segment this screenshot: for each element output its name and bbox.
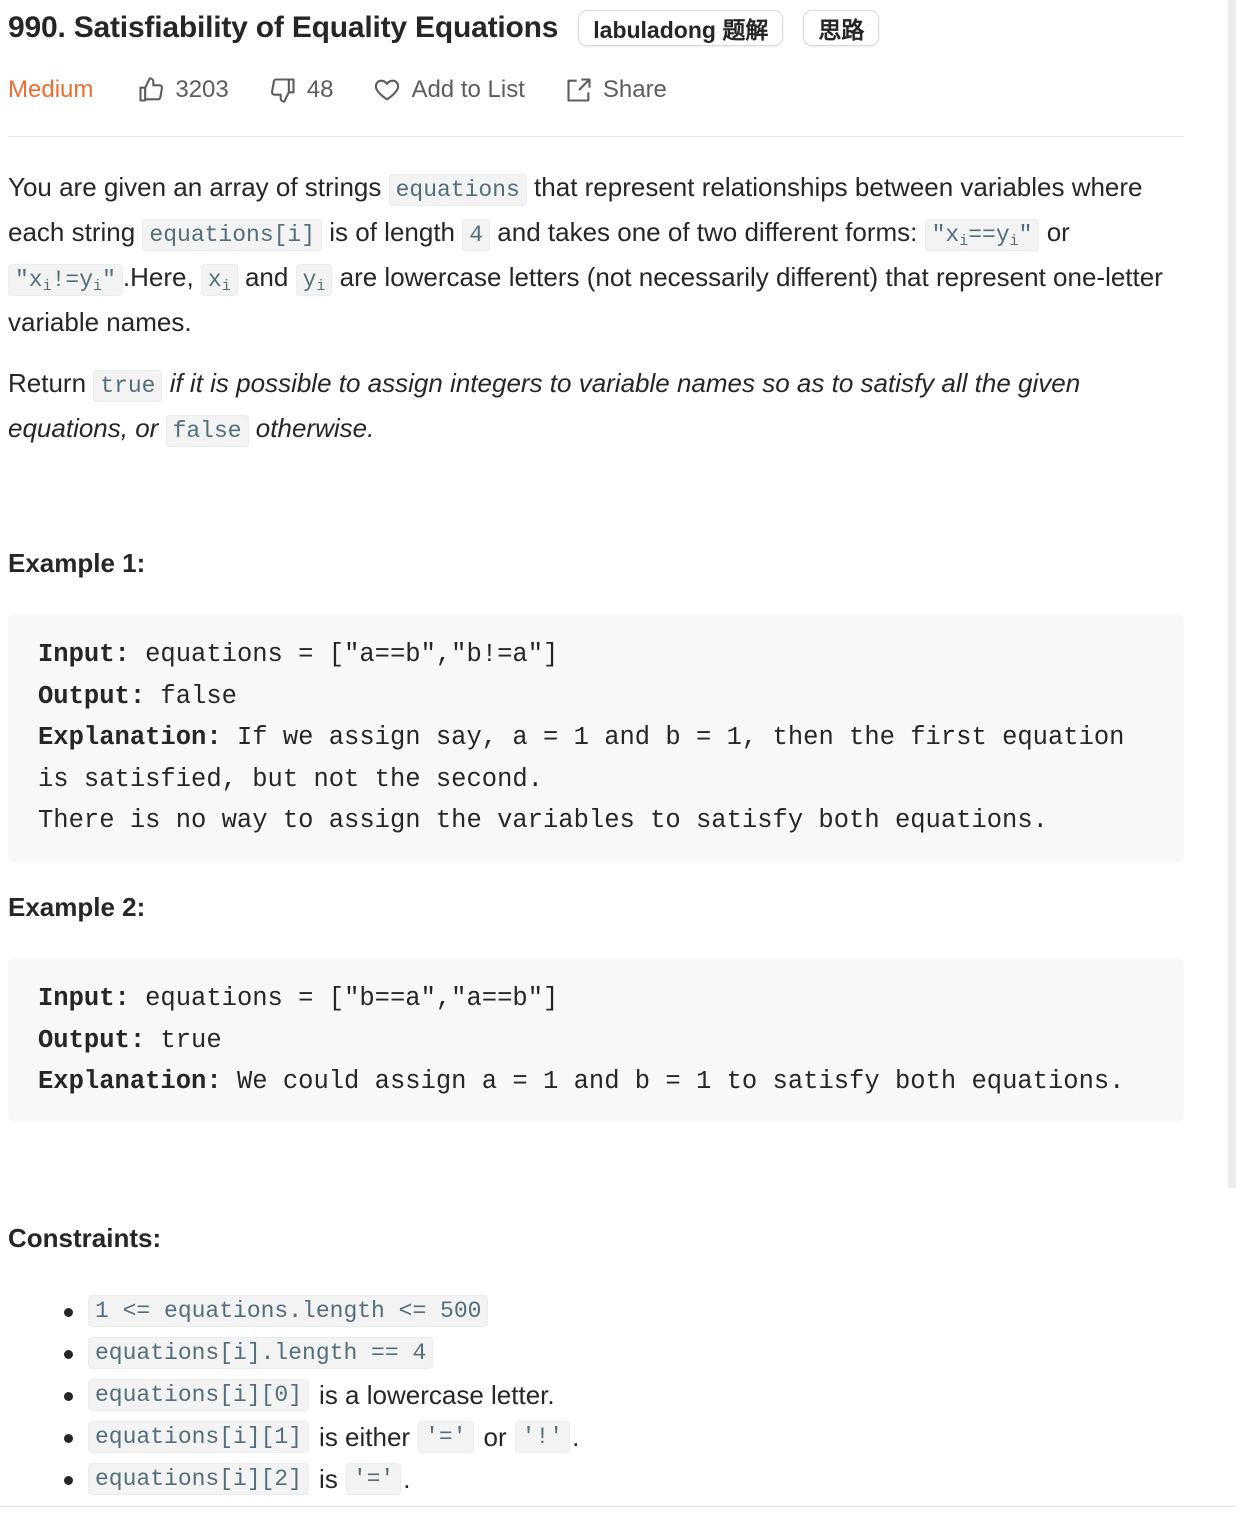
- inline-code-equations-i: equations[i]: [142, 219, 323, 251]
- inline-code-form-equal: "xi==yi": [924, 219, 1040, 251]
- thumbs-down-icon: [270, 78, 295, 103]
- input-value: equations = ["a==b","b!=a"]: [129, 640, 559, 669]
- explanation-text: If we assign say, a = 1 and b = 1, then …: [221, 723, 1125, 752]
- heart-icon: [375, 79, 400, 101]
- output-label: Output:: [38, 681, 146, 711]
- desc-text-italic: if it is possible to assign integers to …: [8, 368, 1081, 443]
- constraint-code: equations[i][1]: [88, 1421, 310, 1453]
- constraint-text: .: [403, 1463, 411, 1494]
- constraint-code: '!': [514, 1421, 571, 1453]
- difficulty-label: Medium: [8, 76, 94, 103]
- inline-code-form-not-equal: "xi!=yi": [8, 264, 123, 296]
- description-paragraph-2: Return true if it is possible to assign …: [8, 362, 1184, 452]
- explanation-text: We could assign a = 1 and b = 1 to satis…: [221, 1067, 1125, 1096]
- desc-text-italic: otherwise.: [248, 413, 375, 443]
- problem-meta-row: Medium 3203 48 Add to List Share: [8, 70, 707, 110]
- constraints-heading: Constraints:: [8, 1223, 162, 1253]
- constraint-text: or: [483, 1421, 507, 1452]
- desc-text: is of length: [322, 217, 463, 247]
- problem-title: 990. Satisfiability of Equality Equation…: [8, 11, 559, 44]
- labuladong-solution-button[interactable]: labuladong 题解: [578, 10, 784, 46]
- constraint-item: equations[i].length == 4: [63, 1332, 579, 1374]
- dislike-button[interactable]: 48: [269, 76, 334, 104]
- add-to-list-label: Add to List: [411, 76, 525, 103]
- inline-code-equations: equations: [388, 174, 527, 206]
- desc-text: .Here,: [122, 262, 201, 292]
- desc-text: or: [1039, 217, 1070, 247]
- inline-code-false: false: [165, 415, 249, 447]
- thumbs-up-icon: [139, 77, 164, 102]
- explanation-text: is satisfied, but not the second.: [38, 764, 543, 794]
- share-button[interactable]: Share: [565, 76, 667, 104]
- example-1-heading: Example 1:: [8, 548, 146, 578]
- description-paragraph-1: You are given an array of strings equati…: [8, 166, 1184, 343]
- page-scrollbar[interactable]: [1228, 0, 1236, 1188]
- constraint-item: 1 <= equations.length <= 500: [63, 1290, 579, 1332]
- constraint-code: equations[i][2]: [88, 1463, 310, 1495]
- inline-code-4: 4: [462, 219, 491, 251]
- constraint-code: 1 <= equations.length <= 500: [88, 1295, 489, 1327]
- constraint-code: equations[i][0]: [88, 1379, 310, 1411]
- output-value: true: [145, 1025, 222, 1055]
- desc-text: and: [237, 262, 296, 292]
- share-label: Share: [602, 76, 667, 103]
- constraint-text: is a lowercase letter.: [319, 1379, 555, 1410]
- constraints-list: 1 <= equations.length <= 500 equations[i…: [8, 1290, 579, 1500]
- desc-text: Return: [8, 368, 94, 398]
- constraint-text: .: [572, 1421, 580, 1452]
- dislike-count: 48: [306, 76, 334, 103]
- constraint-item: equations[i][0] is a lowercase letter.: [63, 1374, 579, 1416]
- inline-code-true: true: [93, 370, 163, 402]
- output-label: Output:: [38, 1025, 146, 1055]
- constraint-code: '=': [345, 1463, 402, 1495]
- output-value: false: [145, 681, 237, 711]
- idea-button[interactable]: 思路: [803, 10, 880, 46]
- example-2-heading: Example 2:: [8, 892, 146, 922]
- title-row: 990. Satisfiability of Equality Equation…: [8, 6, 880, 50]
- share-icon: [567, 78, 591, 102]
- explanation-text: There is no way to assign the variables …: [38, 806, 1048, 835]
- inline-code-yi: yi: [295, 264, 333, 296]
- header-divider: [8, 136, 1184, 137]
- add-to-list-button[interactable]: Add to List: [373, 76, 525, 104]
- constraint-item: equations[i][1] is either'=' or'!'.: [63, 1416, 580, 1458]
- example-2-block: Input: equations = ["b==a","a==b"] Outpu…: [8, 958, 1184, 1122]
- input-value: equations = ["b==a","a==b"]: [129, 984, 559, 1013]
- constraint-text: is: [319, 1463, 338, 1494]
- constraint-code: '=': [418, 1421, 474, 1453]
- constraint-text: is either: [319, 1421, 411, 1452]
- desc-text: are lowercase letters (not necessarily d…: [8, 262, 1163, 337]
- constraint-item: equations[i][2] is'='.: [63, 1458, 579, 1500]
- constraint-code: equations[i].length == 4: [88, 1337, 434, 1369]
- example-1-block: Input: equations = ["a==b","b!=a"] Outpu…: [8, 614, 1184, 862]
- desc-text: that represent relationships between var…: [8, 172, 1143, 247]
- input-label: Input:: [38, 984, 130, 1013]
- desc-text: and takes one of two different forms:: [490, 217, 925, 247]
- explanation-label: Explanation:: [38, 723, 222, 752]
- like-count: 3203: [175, 76, 229, 103]
- like-button[interactable]: 3203: [137, 76, 229, 104]
- input-label: Input:: [38, 640, 130, 669]
- desc-text: You are given an array of strings: [8, 172, 389, 202]
- explanation-label: Explanation:: [38, 1067, 222, 1096]
- inline-code-xi: xi: [200, 264, 238, 296]
- bottom-divider: [0, 1506, 1236, 1507]
